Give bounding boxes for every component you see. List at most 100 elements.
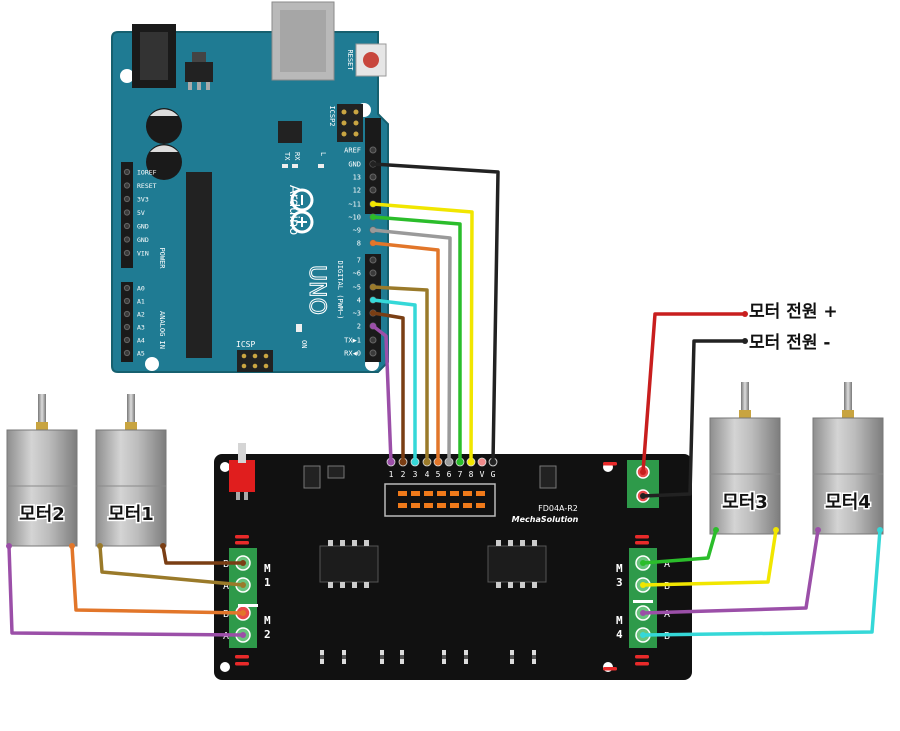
driver-header-pin-label: V [480,470,485,479]
arduino-pin-label: TX▶1 [344,337,361,345]
header-pad [450,503,459,508]
motor-power-minus-label: 모터 전원 - [749,333,830,353]
wire-motor4-b-end [877,527,883,533]
wire-motor2-a-end [240,632,246,638]
ic-leg [340,582,345,588]
wire-pin2 [371,324,393,464]
motor-shaft [844,382,852,412]
wire-motor1-b-end [240,560,246,566]
wire-pin9 [371,228,452,464]
arduino-pin-label: GND [348,161,361,169]
wire-motor3-b-end [640,582,646,588]
wire-pin4-end [370,297,376,303]
wire-motor2-b-end [240,610,246,616]
arduino-pin-label: ~5 [353,284,361,292]
wire-motor3-b [641,528,778,587]
wire-pin10-end [370,214,376,220]
arduino-pin-label: A2 [137,311,145,319]
header-pad [463,491,472,496]
arduino-pin-hole [369,349,377,357]
wire-motor4-a-end [815,527,821,533]
arduino-pin-label: A0 [137,285,145,293]
on-label: ON [300,340,308,348]
wire-motor3-b-end [773,527,779,533]
smd-part [320,655,324,659]
wire-pin11 [371,202,474,464]
smd-part [342,655,346,659]
arduino-pin-label: A3 [137,324,145,332]
arduino-pin-hole [369,269,377,277]
arduino-pin-label: RESET [137,182,157,190]
ic-leg [520,582,525,588]
driver-header-pin-label: 2 [401,470,406,479]
motor-3: 모터3 [709,382,781,535]
wire-pin5-end [424,459,430,465]
wire-motor1-a [98,544,245,587]
arduino-pin-hole [123,297,131,305]
motor-collar [36,422,48,430]
smd-part [442,655,446,659]
wire-motor2-a-end [6,543,12,549]
wire-motor-power-minus [641,339,747,498]
arduino-pin-hole [123,195,131,203]
l-led-label: L [319,152,327,156]
tx-label: TX [283,152,291,161]
wire-motor1-a-end [240,582,246,588]
arduino-pin-hole [369,256,377,264]
terminal-ab-label: B [223,609,229,620]
red-pad [635,535,649,539]
arduino-pin-label: A4 [137,337,145,345]
arduino-pin-hole [123,284,131,292]
red-pad [235,662,249,666]
arduino-pin-hole [123,336,131,344]
ic-leg [496,540,501,546]
ic-leg [352,540,357,546]
arduino-pin-label: RX◀0 [344,350,361,358]
arduino-pin-hole [123,222,131,230]
smd-part [532,655,536,659]
mounting-hole [145,357,159,371]
header-pad [398,503,407,508]
m4-number: 4 [616,628,623,641]
usb-chip [278,121,302,143]
motor-shaft [741,382,749,412]
wire-pin8 [371,241,440,464]
ic-leg [520,540,525,546]
ic-leg [508,582,513,588]
arduino-pin-hole [123,249,131,257]
arduino-pin-label: ~6 [353,270,361,278]
ic-leg [364,582,369,588]
driver-model-label: FD04A-R2 [538,504,578,513]
power-switch[interactable] [229,443,255,500]
header-pad [411,503,420,508]
arduino-pin-hole [369,336,377,344]
atmega-chip [186,172,212,358]
m2-number: 2 [264,628,271,641]
header-pad [424,503,433,508]
wire-motor-power-minus-end [742,338,748,344]
wire-pin10-end [457,459,463,465]
driver-header-pin-label: 1 [389,470,394,479]
wire-motor-power-plus-end [640,469,646,475]
ic-leg [508,540,513,546]
wire-pin3-end [400,459,406,465]
smd-part [464,655,468,659]
wire-gnd-end [370,161,376,167]
wire-motor-power-plus [641,312,747,474]
motor-body [709,417,781,535]
wire-gnd [371,162,500,464]
motor-2: 모터2 [6,394,78,547]
red-pad [635,655,649,659]
header-pad [424,491,433,496]
arduino-pin-label: GND [137,236,149,244]
arduino-board: RESET ICSP2 TX RX L Arduino UNO ICSP [111,1,389,373]
driver-header-pin-label: 5 [436,470,441,479]
wire-motor2-b-end [69,543,75,549]
wire-pin2-end [370,323,376,329]
driver-header-pin-label: G [491,470,496,479]
arduino-pin-label: 4 [357,297,361,305]
terminal-ab-label: A [223,581,229,592]
arduino-pin-label: VIN [137,250,149,258]
arduino-pin-label: GND [137,223,149,231]
wire-motor2-a [7,544,245,637]
